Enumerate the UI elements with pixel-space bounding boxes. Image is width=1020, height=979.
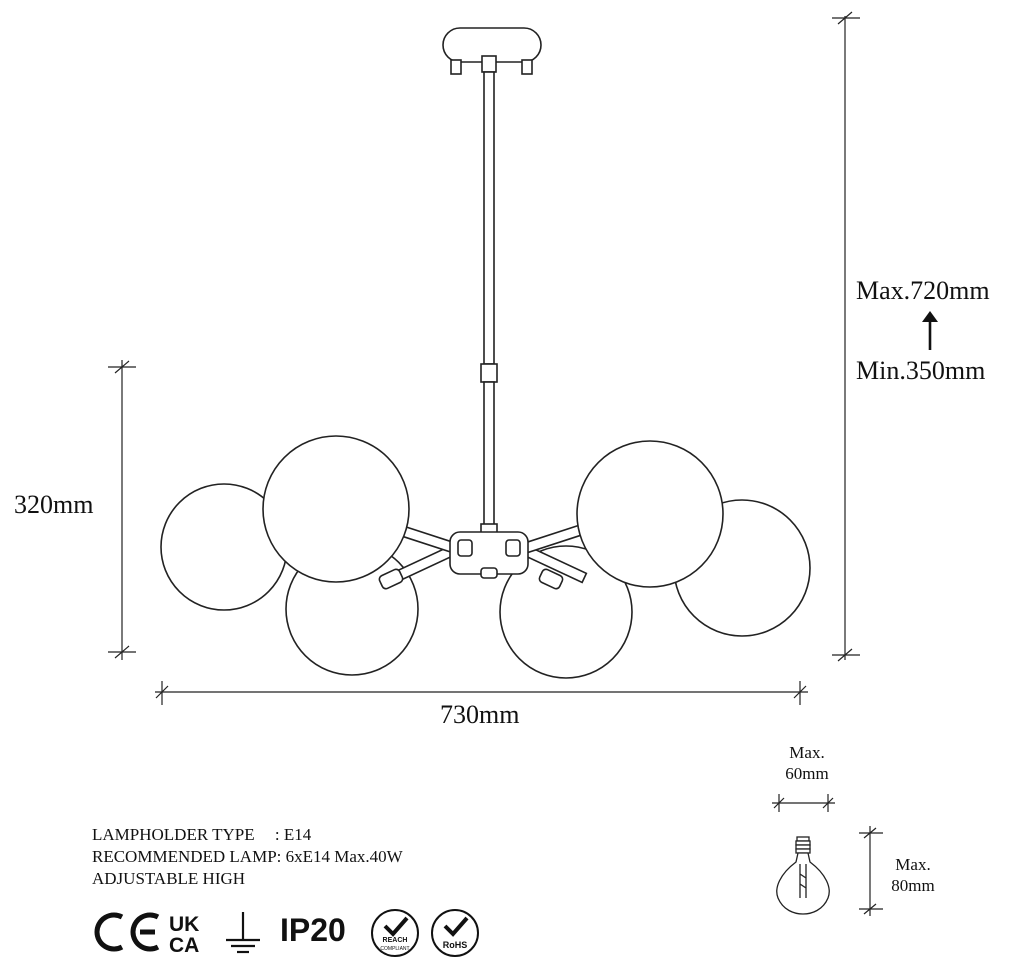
lampholder-value: : E14 xyxy=(274,825,312,844)
reach-badge-sublabel: COMPLIANT xyxy=(380,946,410,952)
globe-front-left xyxy=(262,435,410,583)
min-height-label: Min.350mm xyxy=(856,356,986,385)
lampholder-row: LAMPHOLDER TYPE : E14 xyxy=(92,824,403,846)
ce-mark-icon xyxy=(94,912,160,952)
hub-socket-right xyxy=(505,539,521,557)
suspension-rod-upper xyxy=(483,71,495,365)
bulb-height-line2: 80mm xyxy=(891,876,935,895)
hub-bottom-cap xyxy=(480,567,498,579)
e14-bulb-icon xyxy=(776,836,830,915)
socket-back-left xyxy=(378,568,404,590)
svg-text:UK: UK xyxy=(169,913,199,936)
recommended-lamp-row: RECOMMENDED LAMP: 6xE14 Max.40W xyxy=(92,846,403,868)
recommended-lamp-label: RECOMMENDED LAMP: xyxy=(92,847,282,866)
adjust-up-arrow-icon xyxy=(922,311,938,350)
max-height-label: Max.720mm xyxy=(856,276,990,305)
bulb-width-label: Max. 60mm xyxy=(772,742,842,784)
canopy-screw-right xyxy=(521,59,533,75)
ground-symbol-icon xyxy=(226,912,260,954)
bulb-height-line1: Max. xyxy=(895,855,931,874)
adjustable-high-row: ADJUSTABLE HIGH xyxy=(92,869,246,888)
globe-front-right xyxy=(576,440,724,588)
bulb-height-label: Max. 80mm xyxy=(878,854,948,896)
rod-top-collar xyxy=(481,55,497,73)
reach-badge-icon xyxy=(371,909,419,957)
socket-back-right xyxy=(538,568,564,590)
globe-back-right xyxy=(499,545,633,679)
reach-badge-label: REACH xyxy=(382,937,408,944)
specifications-block: LAMPHOLDER TYPE : E14 RECOMMENDED LAMP: … xyxy=(92,824,403,890)
hub-socket-left xyxy=(457,539,473,557)
svg-text:CA: CA xyxy=(169,934,199,957)
body-height-label: 320mm xyxy=(14,490,94,519)
rod-joint xyxy=(480,363,498,383)
bulb-width-line1: Max. xyxy=(789,743,825,762)
width-label: 730mm xyxy=(440,700,520,729)
rohs-badge-icon xyxy=(431,909,479,957)
suspension-rod-lower xyxy=(483,381,495,533)
canopy-screw-left xyxy=(450,59,462,75)
ukca-mark-icon: UK CA xyxy=(169,913,199,957)
lampholder-label: LAMPHOLDER TYPE xyxy=(92,825,255,844)
recommended-lamp-value: 6xE14 Max.40W xyxy=(285,847,403,866)
bulb-width-line2: 60mm xyxy=(785,764,829,783)
rohs-badge-label: RoHS xyxy=(442,940,468,950)
ip20-rating: IP20 xyxy=(280,912,346,948)
